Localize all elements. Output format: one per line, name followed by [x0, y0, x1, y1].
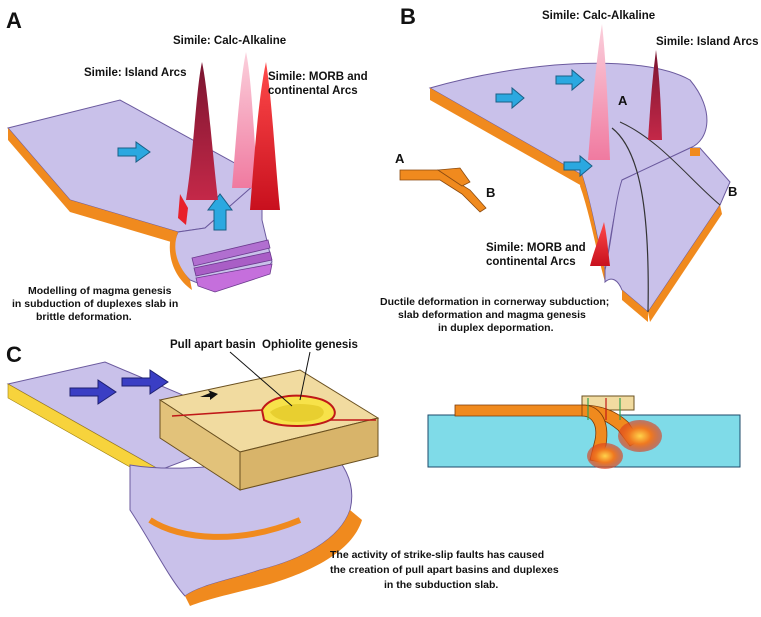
panel-b-caption-2: slab deformation and magma genesis — [398, 309, 586, 321]
upwelling-arrow-icon — [207, 193, 233, 231]
magma-plume-island-arcs — [648, 50, 662, 140]
panel-c: C Pull apart basin Ophiolite genesis — [6, 339, 741, 606]
panel-a-caption-3: brittle deformation. — [36, 311, 132, 323]
panel-b-caption-3: in duplex depormation. — [438, 322, 554, 334]
panel-b-label-morb-2: continental Arcs — [486, 256, 576, 268]
panel-c-label-pull-apart: Pull apart basin — [170, 339, 256, 351]
flow-arrow-icon — [555, 68, 585, 92]
panel-a-label-morb-1: Simile: MORB and — [268, 71, 368, 83]
panel-c-caption-3: in the subduction slab. — [384, 579, 498, 591]
panel-b-caption-1: Ductile deformation in cornerway subduct… — [380, 296, 609, 308]
magma-plume — [587, 443, 623, 469]
magma-plume-calc-alkaline — [588, 24, 610, 160]
magma-plume-morb — [250, 62, 280, 210]
panel-c-caption-1: The activity of strike-slip faults has c… — [330, 549, 544, 561]
panel-b-letter: B — [400, 4, 416, 29]
motion-arrow-icon — [200, 390, 218, 400]
magma-plume — [618, 420, 662, 452]
panel-b-point-a: A — [618, 93, 628, 108]
panel-b-label-morb-1: Simile: MORB and — [486, 242, 586, 254]
flow-arrow-icon — [69, 379, 117, 405]
panel-b: B A B A B Simile: Calc-Alkaline Simile — [380, 4, 758, 334]
panel-a-label-island-arcs: Simile: Island Arcs — [84, 67, 186, 79]
panel-b-inset-section — [399, 167, 487, 213]
flow-arrow-icon — [563, 154, 593, 178]
panel-b-label-island-arcs: Simile: Island Arcs — [656, 36, 758, 48]
flow-arrow-icon — [121, 369, 169, 395]
panel-b-point-b: B — [728, 184, 737, 199]
panel-a-slab — [7, 99, 273, 293]
panel-c-label-ophiolite: Ophiolite genesis — [262, 339, 358, 351]
panel-c-block — [158, 369, 380, 491]
panel-c-caption-2: the creation of pull apart basins and du… — [330, 564, 559, 576]
panel-c-letter: C — [6, 342, 22, 367]
panel-b-point-a-inset: A — [395, 151, 405, 166]
flow-arrow-icon — [117, 141, 151, 163]
panel-a-caption-2: in subduction of duplexes slab in — [12, 298, 178, 310]
magma-plume-calc-alkaline — [232, 52, 258, 188]
panel-a: A Simile: Calc-Alkaline Simile: Island A… — [6, 8, 368, 323]
leader-line-pull-apart — [229, 351, 293, 407]
panel-b-label-calc-alkaline: Simile: Calc-Alkaline — [542, 10, 655, 22]
panel-a-caption-1: Modelling of magma genesis — [28, 285, 172, 297]
magma-plume-morb — [590, 222, 610, 266]
panel-b-slab — [428, 62, 731, 322]
panel-a-label-calc-alkaline: Simile: Calc-Alkaline — [173, 35, 286, 47]
panel-a-label-morb-2: continental Arcs — [268, 85, 358, 97]
panel-a-letter: A — [6, 8, 22, 33]
flow-arrow-icon — [495, 86, 525, 110]
panel-c-cross-section — [427, 395, 741, 469]
leader-line-ophiolite — [299, 351, 311, 401]
magma-plume-island-arcs — [186, 62, 218, 200]
panel-b-point-b-inset: B — [486, 185, 495, 200]
